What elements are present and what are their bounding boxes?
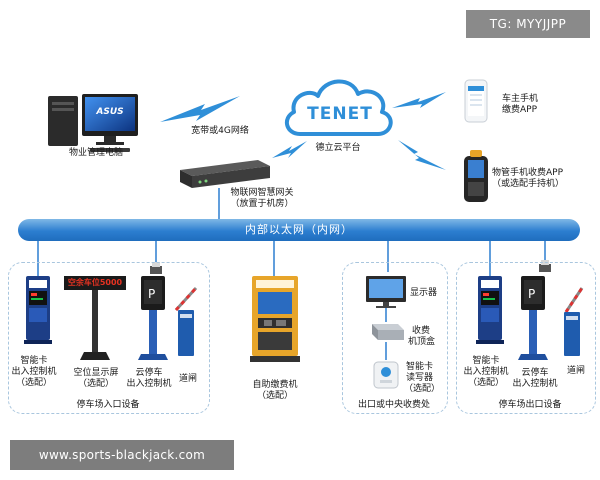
vacancy-display-label-1: 空位显示屏: [73, 368, 119, 378]
monitor-icon: [366, 276, 406, 308]
entry-card-label-2: 出入控制机: [11, 367, 57, 377]
payment-kiosk-label-2: （选配）: [256, 391, 293, 401]
central-zone-label: 出口或中央收费处: [357, 400, 430, 410]
watermark-bottom: www.sports-blackjack.com: [10, 440, 234, 470]
card-reader-label-1: 智能卡: [406, 362, 434, 372]
set-top-box-icon: [372, 324, 404, 340]
handheld-label-2: （或选配手持机）: [492, 179, 565, 189]
gateway-label-2: （放置于机房）: [230, 199, 294, 209]
entry-cloud-label-2: 出入控制机: [126, 379, 172, 389]
wireless-bolt-cloud-phone1: [392, 92, 446, 108]
watermark-top: TG: MYYJJPP: [466, 10, 590, 38]
central-payment-zone: [342, 262, 448, 414]
payment-kiosk-icon: [250, 276, 300, 362]
vacancy-display-text: 空余车位5000: [67, 278, 123, 287]
entry-cloud-label-1: 云停车: [135, 368, 163, 378]
svg-text:P: P: [148, 287, 155, 301]
entry-zone-label: 停车场入口设备: [76, 400, 140, 410]
exit-card-label-2: 出入控制机: [463, 367, 509, 377]
gateway-label-1: 物联网智慧网关: [230, 188, 294, 198]
set-top-box-label-1: 收费: [412, 326, 431, 336]
handheld-terminal-icon: [464, 150, 488, 202]
svg-text:P: P: [528, 287, 535, 301]
pc-brand-text: ASUS: [96, 107, 124, 117]
wireless-bolt-pc-cloud: [160, 96, 240, 122]
wireless-bolt-gateway-cloud: [272, 141, 307, 158]
cloud-icon: [284, 79, 393, 136]
exit-equipment-zone: [456, 262, 596, 414]
handheld-label-1: 物管手机收费APP: [492, 168, 564, 178]
cloud-logo-text: TENET: [307, 104, 373, 124]
entry-card-label-1: 智能卡: [20, 356, 48, 366]
entry-equipment-zone: [8, 262, 210, 414]
exit-cloud-controller-icon: P: [518, 260, 551, 360]
network-link-label: 宽带或4G网络: [191, 126, 249, 136]
vacancy-display-icon: [64, 276, 126, 360]
monitor-label: 显示器: [410, 288, 438, 298]
payment-kiosk-label-1: 自助缴费机: [252, 380, 298, 390]
pc-icon: [48, 94, 138, 152]
exit-gate-label: 道闸: [566, 366, 585, 376]
wireless-bolt-cloud-phone2: [398, 140, 446, 170]
set-top-box-label-2: 机顶盒: [408, 337, 436, 347]
cloud-platform-label: 德立云平台: [315, 143, 361, 153]
exit-cloud-label-1: 云停车: [521, 368, 549, 378]
vacancy-display-label-2: （选配）: [77, 379, 114, 389]
exit-cloud-label-2: 出入控制机: [512, 379, 558, 389]
entry-card-label-3: （选配）: [15, 378, 52, 388]
phone-app-icon: [464, 79, 488, 123]
exit-zone-label: 停车场出口设备: [498, 400, 562, 410]
card-reader-label-3: （选配）: [404, 384, 441, 394]
gateway-icon: [180, 160, 270, 188]
exit-barrier-gate-icon: [564, 287, 584, 356]
entry-gate-label: 道闸: [178, 374, 197, 384]
card-reader-icon: [373, 361, 399, 389]
phone-app-label-2: 缴费APP: [502, 105, 538, 115]
entry-cloud-controller-icon: P: [138, 262, 168, 360]
pc-label: 物业管理电脑: [68, 148, 123, 158]
phone-app-label-1: 车主手机: [502, 94, 539, 104]
entry-barrier-gate-icon: [174, 286, 198, 356]
entry-card-machine-icon: [24, 276, 52, 344]
card-reader-label-2: 读写器: [406, 373, 434, 383]
exit-card-machine-icon: [476, 276, 504, 344]
exit-card-label-1: 智能卡: [472, 356, 500, 366]
exit-card-label-3: （选配）: [467, 378, 504, 388]
network-connectors: [37, 188, 546, 360]
internal-network-bar: 内部以太网（内网）: [18, 219, 580, 241]
